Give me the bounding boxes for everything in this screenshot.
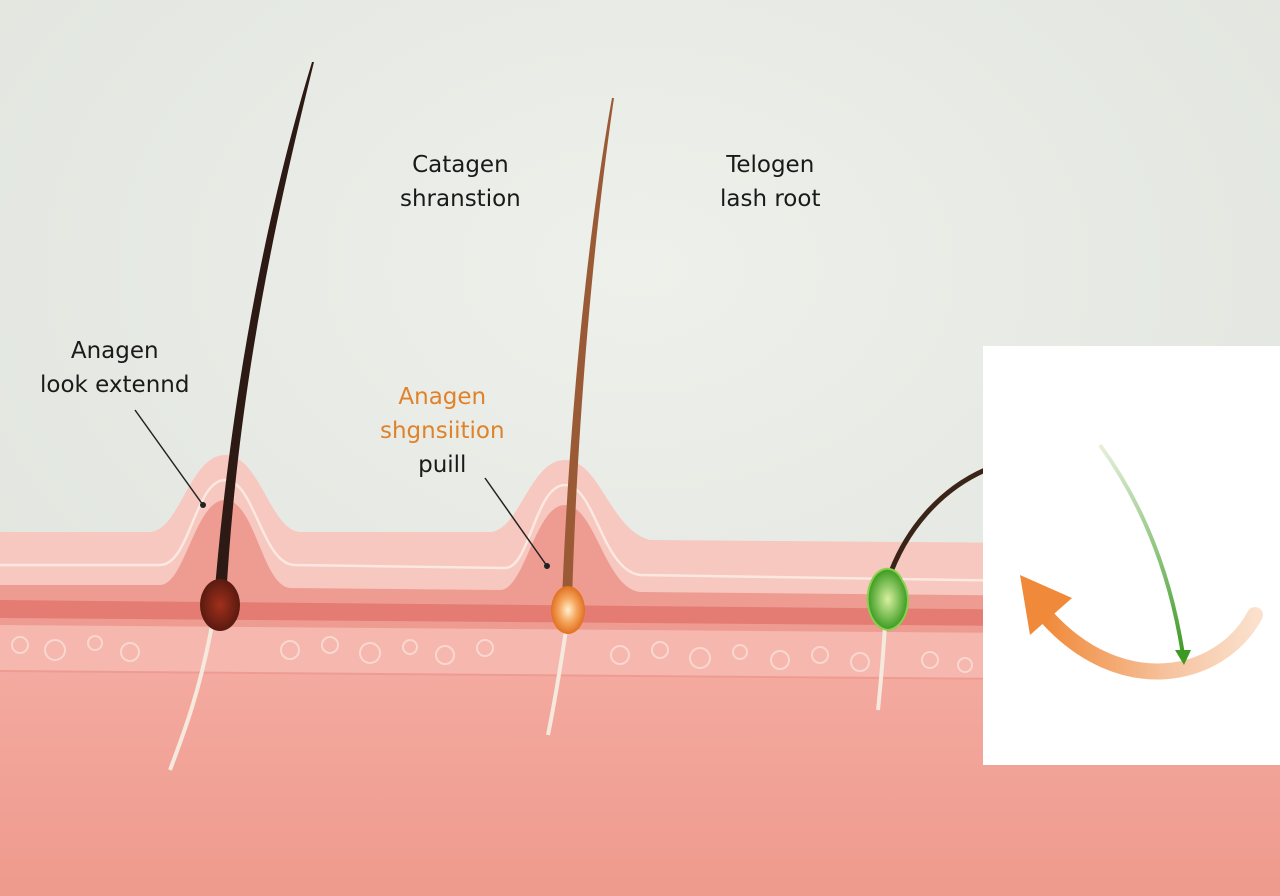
cells [11, 635, 973, 673]
telogen-hair [866, 467, 987, 711]
label-line: lash root [720, 186, 821, 212]
skin-cross-section [0, 455, 1280, 896]
label-line: shranstion [400, 186, 521, 212]
leader-line-mid [484, 477, 548, 567]
arrow-head-icon [1020, 575, 1072, 635]
label-line: Catagen [412, 152, 509, 178]
label-anagen-mid: Anagen shgnsiition puill [380, 380, 505, 482]
label-anagen-left: Anagen look extennd [40, 334, 189, 402]
label-line: puill [418, 452, 467, 478]
leader-line-anagen [134, 409, 204, 506]
label-line: look extennd [40, 372, 190, 398]
catagen-hair [546, 98, 614, 736]
cell-layer [0, 625, 1280, 680]
label-telogen: Telogen lash root [720, 148, 820, 216]
label-line: Telogen [726, 152, 815, 178]
label-catagen: Catagen shranstion [400, 148, 521, 216]
label-line: Anagen [398, 384, 487, 410]
anagen-hair [168, 62, 314, 771]
circular-arrow-icon [1037, 607, 1263, 680]
label-line: shgnsiition [380, 418, 505, 444]
cycle-inset [983, 346, 1280, 765]
leader-dot [200, 502, 206, 508]
label-line: Anagen [70, 338, 159, 364]
hair-arrow-icon [1098, 443, 1185, 656]
leader-dot [544, 563, 550, 569]
